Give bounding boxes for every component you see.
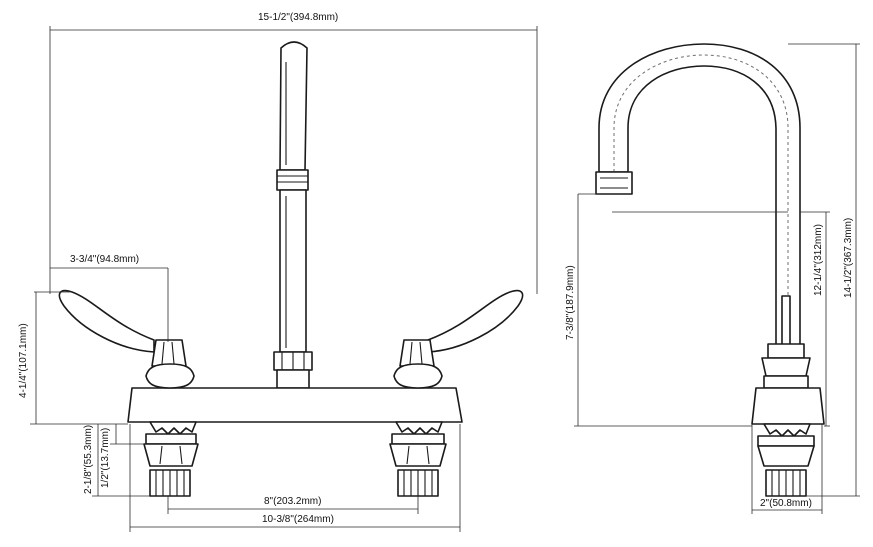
dim-handle-height: 4-1/4"(107.1mm): [18, 323, 29, 398]
dim-center-spacing: 8"(203.2mm): [264, 496, 321, 507]
spout-aerator: [595, 171, 633, 195]
side-deck: [751, 387, 825, 425]
dim-spout-outlet-height: 7-3/8"(187.9mm): [565, 265, 576, 340]
left-wrist-blade-handle: [58, 289, 195, 389]
dim-total-height: 14-1/2"(367.3mm): [843, 218, 854, 298]
dim-base-width: 10-3/8"(264mm): [262, 514, 334, 525]
dim-overall-width: 15-1/2"(394.8mm): [258, 12, 338, 23]
dim-shank-length: 2-1/8"(55.3mm): [83, 425, 94, 494]
dim-handle-reach: 3-3/4"(94.8mm): [70, 254, 139, 265]
deck-plate: [127, 387, 463, 423]
right-shank: [389, 421, 447, 497]
dim-spout-riser-height: 12-1/4"(312mm): [813, 224, 824, 296]
front-view: 15-1/2"(394.8mm) 3-3/4"(94.8mm) 4-1/4"(1…: [18, 12, 538, 532]
left-shank: [143, 421, 199, 497]
right-wrist-blade-handle: [393, 289, 524, 389]
side-dimension-lines: [574, 43, 860, 514]
spout-riser: [273, 41, 313, 389]
side-view: 7-3/8"(187.9mm) 12-1/4"(312mm) 14-1/2"(3…: [565, 43, 860, 514]
dim-base-depth: 2"(50.8mm): [760, 498, 812, 509]
front-dimension-lines: [30, 26, 538, 532]
dim-deck-thickness: 1/2"(13.7mm): [100, 428, 111, 488]
